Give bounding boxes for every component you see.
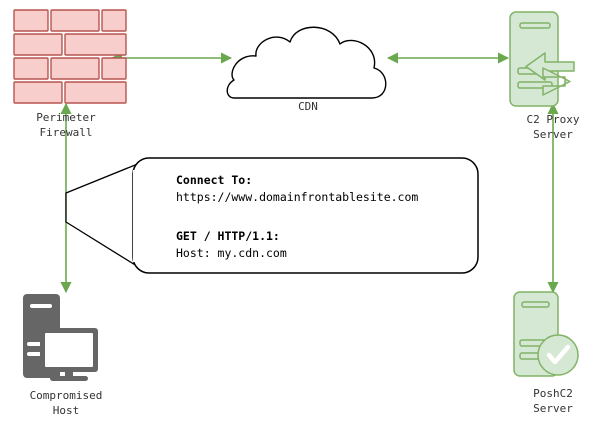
brick-wall-icon (13, 9, 127, 104)
node-label-c2-proxy-server-line-1: C2 Proxy (527, 113, 580, 126)
callout-tail (65, 162, 141, 269)
node-compromised-host[interactable]: Compromised Host (23, 294, 102, 417)
callout-line-4: GET / HTTP/1.1: (176, 229, 280, 243)
callout-line-1: Connect To: (176, 173, 252, 187)
cloud-icon (226, 26, 387, 99)
node-label-perimeter-firewall-line-2: Firewall (40, 126, 93, 139)
node-label-poshc2-server-line-2: Server (533, 402, 573, 415)
node-label-poshc2-server-line-1: PoshC2 (533, 387, 573, 400)
node-label-c2-proxy-server-line-2: Server (533, 128, 573, 141)
node-label-cdn: CDN (298, 100, 318, 113)
node-c2-proxy-server[interactable]: C2 Proxy Server (509, 11, 580, 141)
node-label-compromised-host-line-2: Host (53, 404, 80, 417)
proxy-server-icon (509, 11, 575, 107)
node-poshc2-server[interactable]: PoshC2 Server (513, 291, 579, 415)
node-label-perimeter-firewall-line-1: Perimeter (36, 111, 96, 124)
request-callout[interactable]: Connect To: https://www.domainfrontables… (65, 157, 479, 274)
desktop-computer-icon (23, 294, 98, 381)
callout-line-2: https://www.domainfrontablesite.com (176, 190, 418, 204)
node-label-compromised-host-line-1: Compromised (30, 389, 103, 402)
node-perimeter-firewall[interactable]: Perimeter Firewall (13, 9, 127, 139)
node-cdn[interactable]: CDN (226, 26, 387, 113)
server-check-icon (513, 291, 579, 377)
callout-line-5: Host: my.cdn.com (176, 246, 287, 260)
